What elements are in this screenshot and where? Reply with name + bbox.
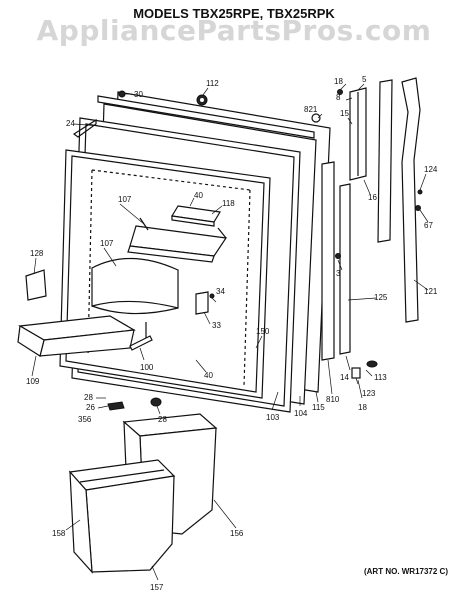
plug-28 [150, 397, 162, 407]
bin-107-lower [91, 257, 179, 315]
clip-123 [351, 367, 361, 379]
callout-150: 150 [256, 327, 270, 336]
cap-821 [311, 113, 321, 123]
callout-18-bottom: 18 [358, 403, 367, 412]
top-trim-24 [97, 95, 315, 139]
callout-16: 16 [368, 193, 377, 202]
callout-112: 112 [206, 79, 219, 88]
callout-24: 24 [66, 119, 75, 128]
callout-157: 157 [150, 583, 164, 592]
callout-115: 115 [312, 403, 325, 412]
callout-3: 3 [336, 269, 341, 278]
leader-lines [31, 83, 429, 581]
rail-16 [377, 79, 393, 243]
callout-40-upper: 40 [194, 191, 203, 200]
callout-28-right: 28 [158, 415, 167, 424]
callout-40-lower: 40 [204, 371, 213, 380]
art-number: (ART NO. WR17372 C) [363, 567, 448, 576]
screw-18 [337, 89, 343, 95]
callout-128: 128 [30, 249, 44, 258]
bracket-128 [25, 269, 47, 301]
screw-34 [209, 293, 215, 299]
callout-118: 118 [222, 199, 235, 208]
callout-123: 123 [362, 389, 376, 398]
callout-15: 15 [340, 109, 349, 118]
bracket-100 [129, 322, 153, 351]
bracket-33 [195, 291, 209, 315]
callout-18-top: 18 [334, 77, 343, 86]
screw-67 [415, 205, 421, 211]
diagram-title: MODELS TBX25RPE, TBX25RPK [133, 6, 335, 21]
callout-8: 8 [336, 93, 341, 102]
callout-810: 810 [326, 395, 340, 404]
callout-124: 124 [424, 165, 438, 174]
callout-109: 109 [26, 377, 40, 386]
plug-113 [366, 360, 378, 368]
bin-158 [68, 459, 176, 574]
hinge-5 [349, 87, 367, 181]
callout-labels: 30 112 24 18 5 8 821 15 40 107 118 107 1… [26, 75, 438, 592]
handle-121 [401, 77, 421, 323]
screw-3 [335, 253, 341, 259]
callout-103: 103 [266, 413, 280, 422]
callout-158: 158 [52, 529, 66, 538]
callout-100: 100 [140, 363, 154, 372]
callout-26: 26 [86, 403, 95, 412]
callout-67: 67 [424, 221, 433, 230]
callout-356: 356 [78, 415, 92, 424]
callout-30: 30 [134, 90, 143, 99]
watermark: AppliancePartsPros.com [36, 14, 432, 47]
shelf-107-upper [127, 217, 228, 263]
strip-125 [339, 183, 351, 355]
shelf-118 [171, 205, 221, 227]
callout-113: 113 [374, 373, 387, 382]
clip-26 [107, 401, 125, 411]
callout-107-lower: 107 [100, 239, 114, 248]
callout-14: 14 [340, 373, 349, 382]
callout-156: 156 [230, 529, 244, 538]
screw-124 [417, 189, 423, 195]
bin-109 [17, 315, 136, 357]
callout-34: 34 [216, 287, 225, 296]
callout-33: 33 [212, 321, 221, 330]
strip-810 [321, 161, 335, 361]
plug-112 [196, 94, 208, 106]
callout-107-upper: 107 [118, 195, 132, 204]
callout-5: 5 [362, 75, 367, 84]
callout-28-left: 28 [84, 393, 93, 402]
callout-821: 821 [304, 105, 318, 114]
callout-125: 125 [374, 293, 388, 302]
callout-121: 121 [424, 287, 438, 296]
callout-104: 104 [294, 409, 308, 418]
